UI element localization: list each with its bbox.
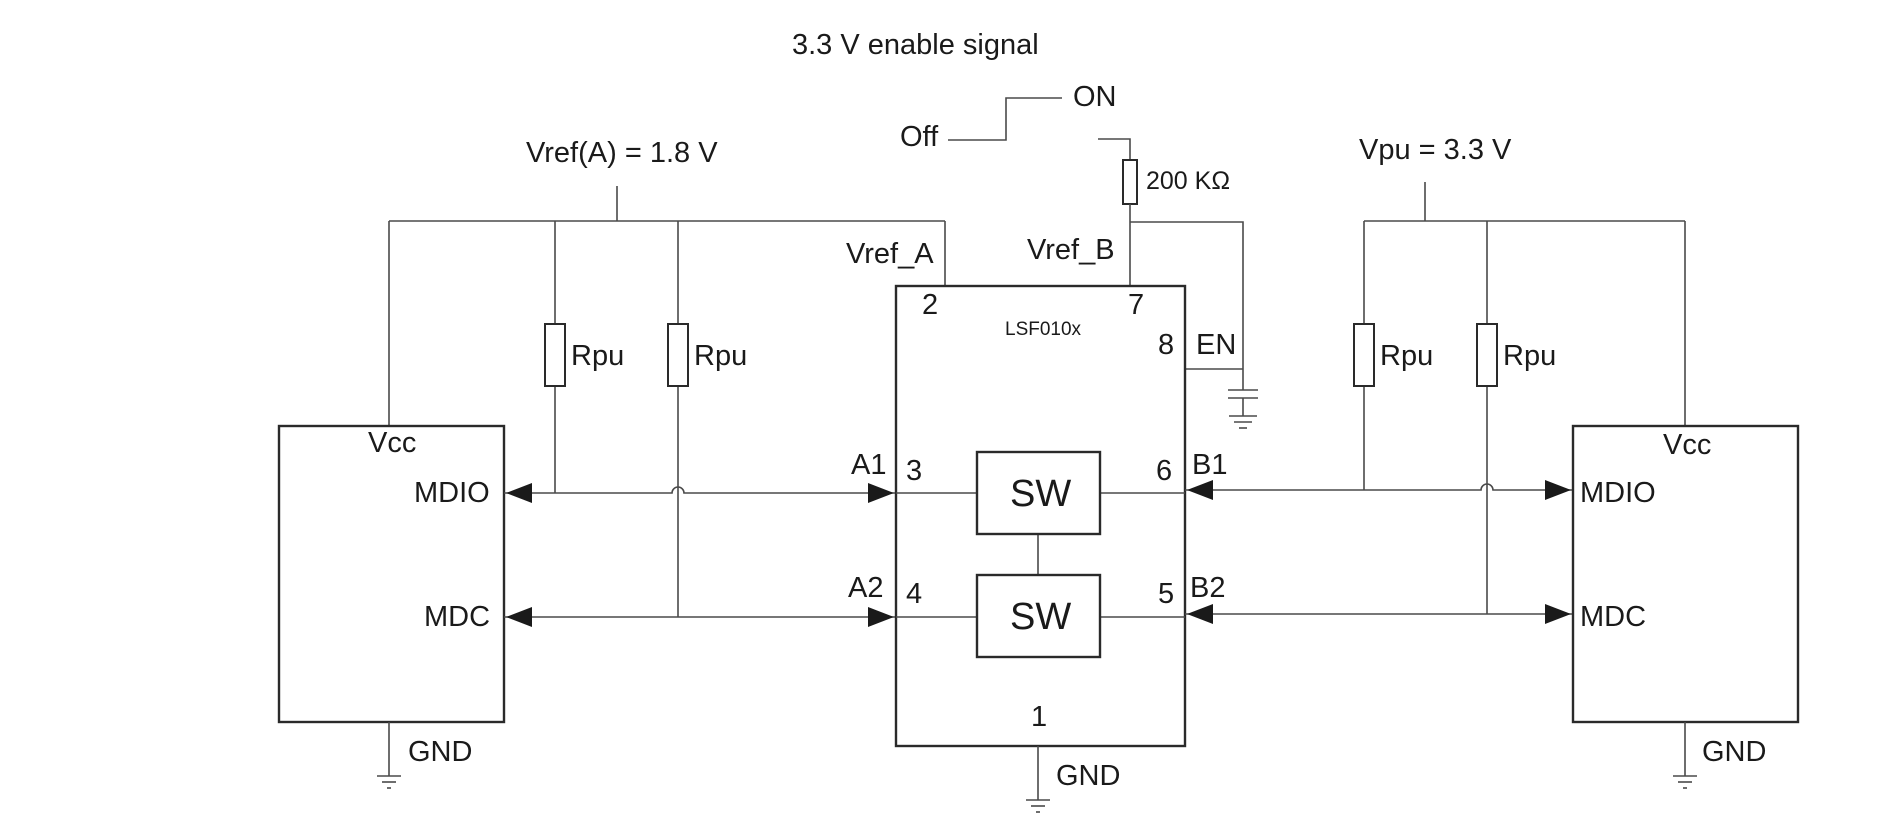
right-mdio-arrow-device <box>1545 480 1571 500</box>
left-mdc-pullup-label: Rpu <box>694 340 747 372</box>
chip-gnd-label: GND <box>1056 760 1120 792</box>
left-mdio-pullup-label: Rpu <box>571 340 624 372</box>
chip-b1-label: B1 <box>1192 449 1227 481</box>
right-mdio-arrow-chip <box>1187 480 1213 500</box>
resistor-200k <box>1122 159 1138 205</box>
chip-pin-3-label: 3 <box>906 455 922 487</box>
chip-pin-6-label: 6 <box>1156 455 1172 487</box>
right-mdio-pullup-resistor <box>1353 323 1375 387</box>
switch-2-box <box>975 573 1102 659</box>
left-mdio-bus-wire <box>504 486 896 494</box>
right-mdio-pullup-label: Rpu <box>1380 340 1433 372</box>
right-mdc-pullup-label: Rpu <box>1503 340 1556 372</box>
chip-pin-8-label: 8 <box>1158 329 1174 361</box>
chip-en-label: EN <box>1196 329 1236 361</box>
chip-pin-5-label: 5 <box>1158 578 1174 610</box>
right-device-gnd-label: GND <box>1702 736 1766 768</box>
enable-signal-title: 3.3 V enable signal <box>792 29 1039 61</box>
left-device-box <box>277 424 506 724</box>
enable-input-wire <box>1098 138 1131 160</box>
vref-a-supply-label: Vref(A) = 1.8 V <box>526 137 718 169</box>
chip-pin-1-label: 1 <box>1031 701 1047 733</box>
chip-vref-a-label: Vref_A <box>846 238 934 270</box>
right-device-vcc-label: Vcc <box>1663 429 1711 461</box>
right-mdc-pullup-resistor <box>1476 323 1498 387</box>
chip-pin-2-label: 2 <box>922 289 938 321</box>
left-mdc-pullup-resistor <box>667 323 689 387</box>
resistor-200k-label: 200 KΩ <box>1146 167 1230 195</box>
left-mdio-arrow-chip <box>868 483 894 503</box>
right-device-ground-symbol <box>1673 775 1697 789</box>
left-device-mdc-label: MDC <box>424 601 490 633</box>
chip-a1-label: A1 <box>851 449 886 481</box>
right-device-mdc-label: MDC <box>1580 601 1646 633</box>
switch-1-box <box>975 450 1102 536</box>
switch-2-label: SW <box>1010 596 1071 638</box>
left-device-ground-symbol <box>377 775 401 789</box>
left-device-mdio-label: MDIO <box>414 477 490 509</box>
enable-step-waveform <box>948 97 1062 141</box>
left-mdio-arrow-device <box>506 483 532 503</box>
chip-name-label: LSF010x <box>1005 319 1082 340</box>
left-mdc-arrow-chip <box>868 607 894 627</box>
enable-on-label: ON <box>1073 81 1117 113</box>
enable-off-label: Off <box>900 121 939 153</box>
chip-b2-label: B2 <box>1190 572 1225 604</box>
left-mdc-arrow-device <box>506 607 532 627</box>
chip-pin-7-label: 7 <box>1128 289 1144 321</box>
chip-a2-label: A2 <box>848 572 883 604</box>
chip-pin-4-label: 4 <box>906 578 922 610</box>
right-device-mdio-label: MDIO <box>1580 477 1656 509</box>
vpu-supply-label: Vpu = 3.3 V <box>1359 134 1512 166</box>
left-mdio-pullup-resistor <box>544 323 566 387</box>
left-device-gnd-label: GND <box>408 736 472 768</box>
left-device-vcc-label: Vcc <box>368 427 416 459</box>
right-mdc-arrow-chip <box>1187 604 1213 624</box>
switch-1-label: SW <box>1010 473 1071 515</box>
en-ground-symbol <box>1229 415 1257 429</box>
right-mdc-arrow-device <box>1545 604 1571 624</box>
chip-vref-b-label: Vref_B <box>1027 234 1115 266</box>
right-mdio-bus-wire <box>1185 483 1573 491</box>
right-device-box <box>1571 424 1800 724</box>
chip-ground-symbol <box>1026 799 1050 813</box>
en-bias-wire <box>1130 221 1244 390</box>
